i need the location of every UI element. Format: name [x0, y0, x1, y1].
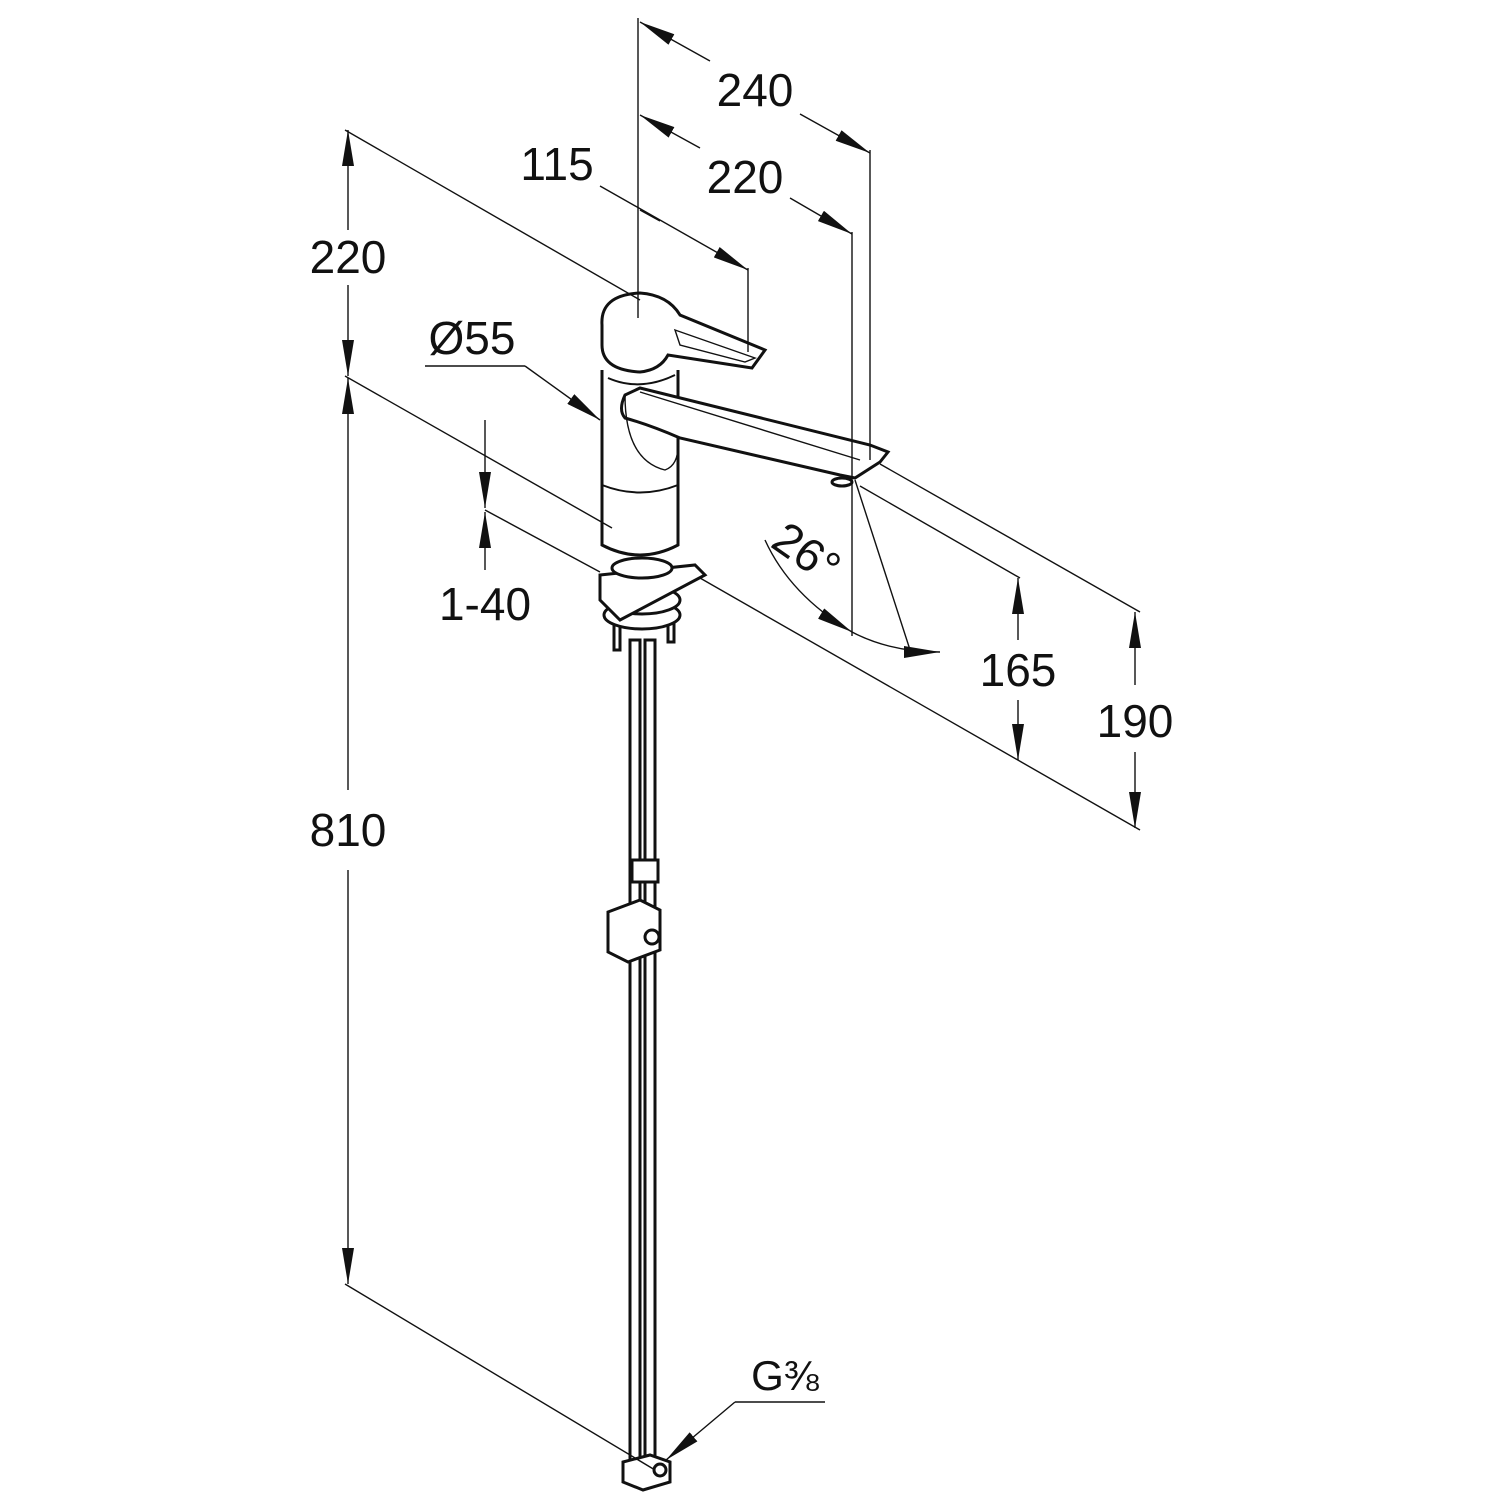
- dim-165: 165: [980, 644, 1057, 696]
- dim-220-height: 220: [310, 231, 387, 283]
- supply-hoses: [606, 638, 672, 1492]
- dim-diameter-55: Ø55: [429, 312, 516, 364]
- dimension-lines: [342, 18, 1141, 1471]
- dim-1-40: 1-40: [439, 578, 531, 630]
- dim-thread-g38: G⅜: [751, 1352, 820, 1399]
- dim-angle-26: 26°: [763, 511, 850, 593]
- mounting-set: [598, 556, 708, 652]
- dim-240: 240: [717, 64, 794, 116]
- dim-220-reach: 220: [707, 151, 784, 203]
- dim-115: 115: [520, 138, 593, 190]
- dim-190: 190: [1097, 695, 1174, 747]
- dim-810: 810: [310, 804, 387, 856]
- faucet: [598, 291, 891, 1492]
